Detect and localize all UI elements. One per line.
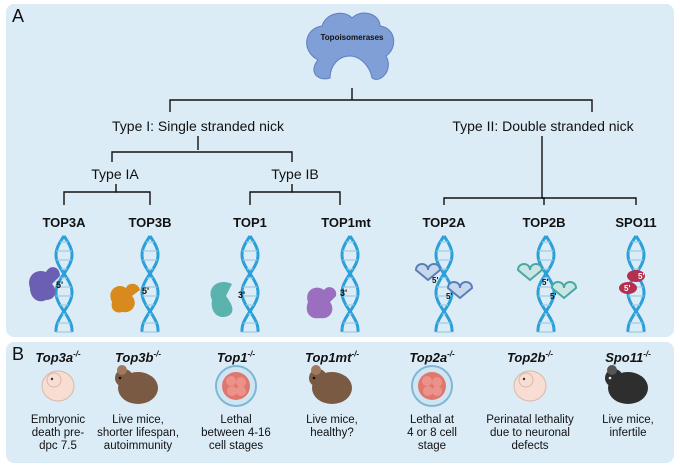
knockout-gene-0: Top3a-/- <box>35 350 81 366</box>
embryo-icon <box>41 370 75 402</box>
dna-strand-3-0 <box>340 235 360 333</box>
knockout-phenotype-1: Live mice, shorter lifespan, autoimmunit… <box>97 414 179 452</box>
black-mouse-icon <box>605 365 648 404</box>
panel-b-label: B <box>12 344 25 364</box>
knockout-phenotype-2: Lethal between 4-16 cell stages <box>201 414 271 452</box>
brown-mouse-icon <box>115 365 158 404</box>
dna-strand-1-0 <box>140 235 160 333</box>
type1b-label: Type IB <box>271 166 319 182</box>
dna-strand-5-1 <box>536 235 556 333</box>
panel-a-label: A <box>12 6 25 26</box>
top2a-5prime-label-1: 5' <box>432 276 439 285</box>
knockout-phenotype-5: Perinatal lethality due to neuronal defe… <box>486 414 574 452</box>
dna-strand-0-1 <box>54 235 74 333</box>
panel-a <box>6 4 674 337</box>
dna-strand-2-1 <box>240 235 260 333</box>
knockout-gene-5: Top2b-/- <box>506 350 554 366</box>
dna-helices <box>54 235 646 333</box>
knockout-phenotype-0: Embryonic death pre- dpc 7.5 <box>30 414 86 452</box>
tree-lines <box>63 88 637 205</box>
knockout-phenotype-4: Lethal at 4 or 8 cell stage <box>407 414 457 452</box>
top1-3prime-label: 3' <box>238 290 246 300</box>
type1-label: Type I: Single stranded nick <box>112 118 284 134</box>
type2-label: Type II: Double stranded nick <box>452 118 634 134</box>
topoisomerase-enzyme-icon <box>306 12 395 80</box>
dna-strand-4-0 <box>434 235 454 333</box>
cell-stage-embryo-icon <box>215 365 257 407</box>
enzyme-spo11: SPO11 <box>615 215 657 230</box>
root-label: Topoisomerases <box>320 33 384 42</box>
dna-strand-6-1 <box>626 235 646 333</box>
knockout-phenotype-6: Live mice, infertile <box>602 414 654 439</box>
enzyme-top2b: TOP2B <box>522 215 566 230</box>
top1mt-enzyme-icon <box>306 287 337 319</box>
spo11-enzyme-icon <box>619 270 645 294</box>
dna-strand-3-1 <box>340 235 360 333</box>
knockout-gene-1: Top3b-/- <box>114 350 162 366</box>
top2b-5prime-label-2: 5' <box>550 292 557 301</box>
dna-strand-2-0 <box>240 235 260 333</box>
spo11-5prime-label-1: 5' <box>638 272 645 281</box>
top1mt-3prime-label: 3' <box>340 288 348 298</box>
spo11-5prime-label-2: 5' <box>624 284 631 293</box>
top3b-enzyme-icon <box>110 283 140 313</box>
type1a-label: Type IA <box>91 166 139 182</box>
knockout-gene-2: Top1-/- <box>216 350 256 366</box>
top3a-5prime-label: 5' <box>56 280 64 290</box>
cell-stage-embryo-icon <box>411 365 453 407</box>
top3a-enzyme-icon <box>29 267 60 302</box>
enzyme-top1mt: TOP1mt <box>321 215 371 230</box>
top1-enzyme-icon <box>210 281 233 318</box>
enzyme-top3b: TOP3B <box>128 215 172 230</box>
enzyme-top2a: TOP2A <box>422 215 466 230</box>
top2a-enzyme-icon <box>414 263 474 300</box>
top3b-5prime-label: 5' <box>142 286 150 296</box>
dna-strand-1-1 <box>140 235 160 333</box>
dna-strand-5-0 <box>536 235 556 333</box>
enzyme-top1: TOP1 <box>233 215 267 230</box>
knockout-gene-6: Spo11-/- <box>605 350 651 366</box>
top2b-5prime-label-1: 5' <box>542 278 549 287</box>
knockout-gene-3: Top1mt-/- <box>304 350 360 366</box>
top2b-enzyme-icon <box>516 263 578 300</box>
enzyme-top3a: TOP3A <box>42 215 86 230</box>
knockout-phenotype-3: Live mice, healthy? <box>306 414 358 439</box>
knockout-gene-4: Top2a-/- <box>409 350 455 366</box>
top2a-5prime-label-2: 5' <box>446 292 453 301</box>
embryo-icon <box>513 370 547 402</box>
brown-mouse-icon <box>309 365 352 404</box>
dna-strand-0-0 <box>54 235 74 333</box>
